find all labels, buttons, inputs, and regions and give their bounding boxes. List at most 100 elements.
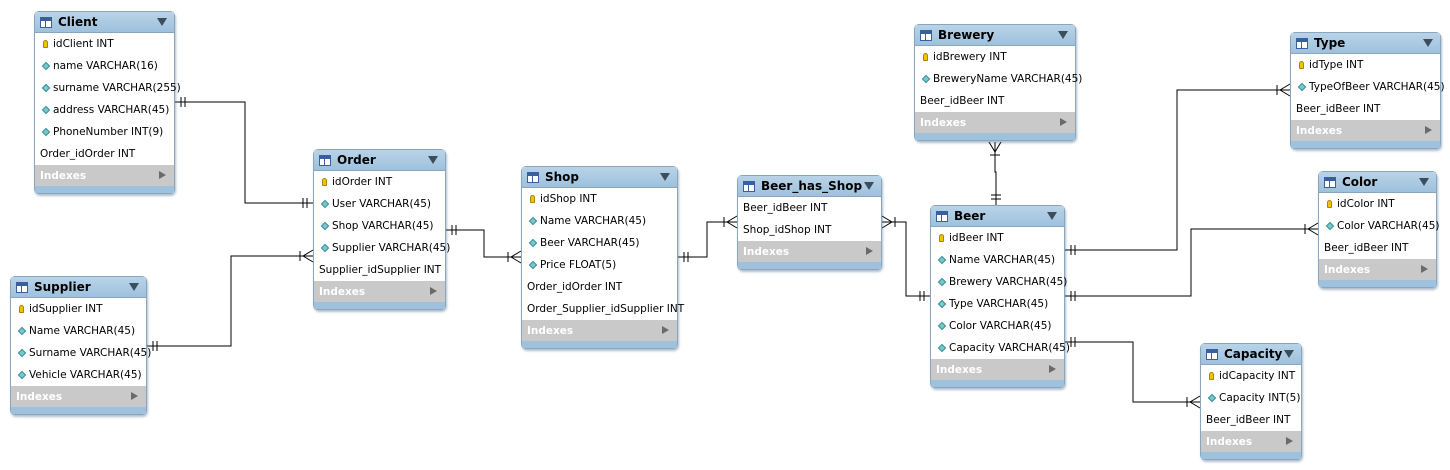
expand-arrow-icon[interactable]: [1049, 365, 1056, 373]
column-row[interactable]: Brewery VARCHAR(45): [931, 271, 1067, 293]
column-label: TypeOfBeer VARCHAR(45): [1309, 81, 1445, 93]
expand-arrow-icon[interactable]: [1425, 126, 1432, 134]
column-row[interactable]: Type VARCHAR(45): [931, 293, 1064, 315]
column-row[interactable]: BreweryName VARCHAR(45): [915, 68, 1082, 90]
expand-arrow-icon[interactable]: [430, 287, 437, 295]
column-label: Capacity VARCHAR(45): [949, 342, 1070, 354]
expand-arrow-icon[interactable]: [662, 326, 669, 334]
collapse-arrow-icon[interactable]: [1058, 31, 1068, 39]
column-row[interactable]: idType INT: [1291, 54, 1440, 76]
column-row[interactable]: name VARCHAR(16): [35, 55, 174, 77]
column-row[interactable]: idSupplier INT: [11, 298, 146, 320]
column-row[interactable]: User VARCHAR(45): [314, 193, 445, 215]
column-row[interactable]: Capacity INT(5): [1201, 387, 1301, 409]
column-row[interactable]: Supplier VARCHAR(45): [314, 237, 450, 259]
indexes-section[interactable]: Indexes: [1201, 431, 1301, 452]
collapse-arrow-icon[interactable]: [660, 173, 670, 181]
column-row[interactable]: Order_Supplier_idSupplier INT: [522, 298, 684, 320]
collapse-arrow-icon[interactable]: [864, 182, 874, 190]
expand-arrow-icon[interactable]: [159, 171, 166, 179]
table-header[interactable]: Type: [1291, 33, 1440, 54]
column-row[interactable]: Beer_idBeer INT: [1319, 237, 1436, 259]
column-row[interactable]: idShop INT: [522, 188, 677, 210]
table-header[interactable]: Order: [314, 150, 445, 171]
table-header[interactable]: Color: [1319, 172, 1436, 193]
column-row[interactable]: Name VARCHAR(45): [931, 249, 1064, 271]
column-row[interactable]: Supplier_idSupplier INT: [314, 259, 445, 281]
column-row[interactable]: Name VARCHAR(45): [11, 320, 146, 342]
table-footer: [1201, 452, 1301, 459]
expand-arrow-icon[interactable]: [866, 247, 873, 255]
indexes-section[interactable]: Indexes: [11, 386, 146, 407]
collapse-arrow-icon[interactable]: [1047, 212, 1057, 220]
collapse-arrow-icon[interactable]: [157, 18, 167, 26]
table-header[interactable]: Beer: [931, 206, 1064, 227]
column-row[interactable]: PhoneNumber INT(9): [35, 121, 174, 143]
collapse-arrow-icon[interactable]: [1284, 350, 1294, 358]
column-row[interactable]: idOrder INT: [314, 171, 445, 193]
indexes-section[interactable]: Indexes: [314, 281, 445, 302]
column-row[interactable]: Color VARCHAR(45): [931, 315, 1064, 337]
collapse-arrow-icon[interactable]: [1423, 39, 1433, 47]
column-row[interactable]: Vehicle VARCHAR(45): [11, 364, 146, 386]
table-header[interactable]: Capacity: [1201, 344, 1301, 365]
column-row[interactable]: Name VARCHAR(45): [522, 210, 677, 232]
column-row[interactable]: Order_idOrder INT: [35, 143, 174, 165]
collapse-arrow-icon[interactable]: [129, 283, 139, 291]
column-row[interactable]: TypeOfBeer VARCHAR(45): [1291, 76, 1445, 98]
column-row[interactable]: Beer VARCHAR(45): [522, 232, 677, 254]
column-row[interactable]: idClient INT: [35, 33, 174, 55]
table-header[interactable]: Brewery: [915, 25, 1075, 46]
collapse-arrow-icon[interactable]: [428, 156, 438, 164]
column-row[interactable]: Beer_idBeer INT: [915, 90, 1075, 112]
column-row[interactable]: Order_idOrder INT: [522, 276, 677, 298]
column-row[interactable]: idBeer INT: [931, 227, 1064, 249]
indexes-section[interactable]: Indexes: [1291, 120, 1440, 141]
column-row[interactable]: Surname VARCHAR(45): [11, 342, 151, 364]
table-header[interactable]: Supplier: [11, 277, 146, 298]
expand-arrow-icon[interactable]: [131, 392, 138, 400]
indexes-section[interactable]: Indexes: [931, 359, 1064, 380]
column-label: Supplier VARCHAR(45): [332, 242, 451, 254]
table-header[interactable]: Beer_has_Shop: [738, 176, 881, 197]
indexes-section[interactable]: Indexes: [522, 320, 677, 341]
column-row[interactable]: idColor INT: [1319, 193, 1436, 215]
indexes-section[interactable]: Indexes: [738, 241, 881, 262]
table-header[interactable]: Shop: [522, 167, 677, 188]
expand-arrow-icon[interactable]: [1421, 265, 1428, 273]
column-row[interactable]: Price FLOAT(5): [522, 254, 677, 276]
column-row[interactable]: Shop VARCHAR(45): [314, 215, 445, 237]
many-crowfoot-mark: [881, 221, 893, 229]
column-label: Beer_idBeer INT: [1296, 103, 1381, 115]
primary-key-icon: [16, 305, 27, 313]
column-label: Order_idOrder INT: [527, 281, 623, 293]
column-row[interactable]: Capacity VARCHAR(45): [931, 337, 1070, 359]
column-row[interactable]: Shop_idShop INT: [738, 219, 881, 241]
collapse-arrow-icon[interactable]: [1419, 178, 1429, 186]
expand-arrow-icon[interactable]: [1060, 118, 1067, 126]
indexes-section[interactable]: Indexes: [1319, 259, 1436, 280]
column-row[interactable]: address VARCHAR(45): [35, 99, 174, 121]
indexes-section[interactable]: Indexes: [915, 112, 1075, 133]
column-row[interactable]: Beer_idBeer INT: [738, 197, 881, 219]
column-row[interactable]: Beer_idBeer INT: [1201, 409, 1301, 431]
column-row[interactable]: idCapacity INT: [1201, 365, 1301, 387]
column-row[interactable]: Color VARCHAR(45): [1319, 215, 1439, 237]
table-header[interactable]: Client: [35, 12, 174, 33]
table-name: Order: [337, 153, 376, 167]
column-row[interactable]: idBrewery INT: [915, 46, 1075, 68]
column-row[interactable]: surname VARCHAR(255): [35, 77, 181, 99]
indexes-section[interactable]: Indexes: [35, 165, 174, 186]
expand-arrow-icon[interactable]: [1286, 437, 1293, 445]
column-row[interactable]: Beer_idBeer INT: [1291, 98, 1440, 120]
